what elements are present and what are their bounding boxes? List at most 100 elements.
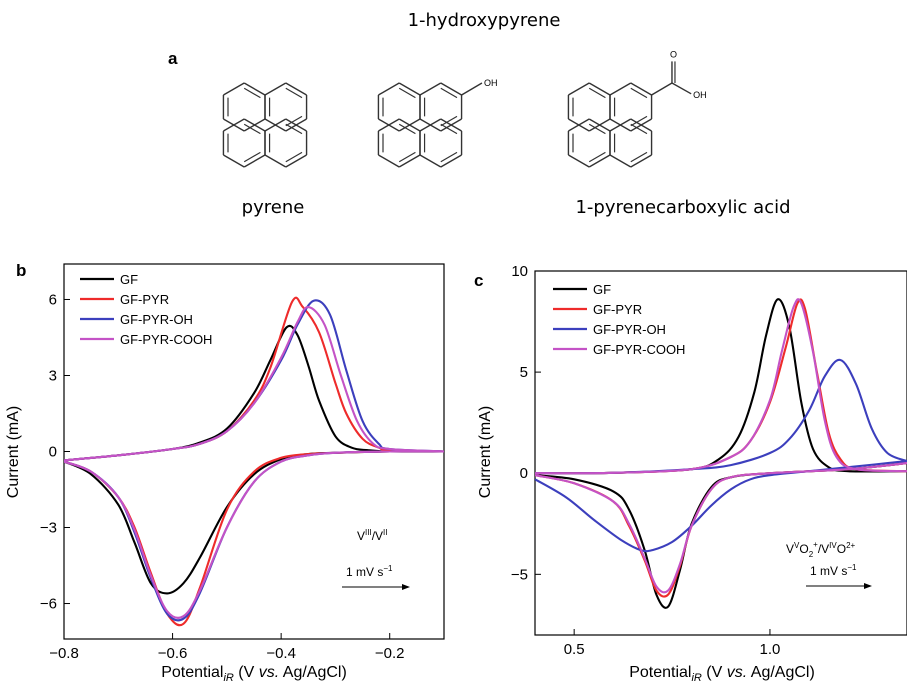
series-gf-pyr-anodic (535, 298, 907, 475)
bond (609, 154, 632, 168)
bond (568, 118, 590, 132)
bond (588, 118, 611, 132)
panel-c-redox-couple: VVO2+/VIVO2+ (786, 540, 856, 559)
y-tick-label: 6 (49, 291, 57, 308)
pyrenecarboxylic-acid-label: 1-pyrenecarboxylic acid (575, 197, 790, 218)
bond (440, 154, 462, 168)
panel-c-x-axis: 0.5 1.0 (564, 629, 781, 658)
bond (419, 118, 442, 132)
bond (398, 82, 421, 96)
bond (378, 82, 400, 96)
panel-b-legend: GF GF-PYR GF-PYR-OH GF-PYR-COOH (80, 272, 212, 347)
panel-c-y-axis: −5 0 5 10 (511, 263, 541, 583)
bond (630, 118, 652, 132)
double-bond (285, 87, 303, 99)
legend-label: GF-PYR-COOH (593, 342, 685, 357)
panel-b-scan-arrow (342, 584, 410, 590)
double-bond (440, 123, 458, 135)
bond (243, 154, 266, 168)
bond (398, 118, 421, 132)
double-bond (243, 87, 261, 99)
y-tick-label: 0 (520, 465, 528, 482)
y-tick-label: 0 (49, 444, 57, 461)
pyrene-label: pyrene (242, 197, 305, 218)
bond (243, 118, 266, 132)
bond (568, 82, 590, 96)
bond (398, 154, 421, 168)
legend-label: GF-PYR-OH (120, 312, 193, 327)
legend-label: GF-PYR (593, 302, 642, 317)
double-bond (630, 123, 648, 135)
legend-label: GF-PYR (120, 292, 169, 307)
hydroxyl-bond (461, 82, 483, 96)
pyrenecarboxylic-acid-structure: OOH (567, 49, 707, 168)
x-tick-label: −0.4 (266, 645, 296, 662)
bond (588, 154, 611, 168)
double-bond (588, 123, 606, 135)
y-tick-label: −5 (511, 566, 528, 583)
bond (419, 82, 442, 96)
hydroxypyrene-structure: OH (377, 78, 497, 168)
series-gf-pyr-cooh-cathodic (64, 450, 444, 619)
bond (609, 118, 632, 132)
bond (378, 118, 400, 132)
bond (630, 82, 652, 96)
bond (223, 118, 245, 132)
bond (223, 82, 245, 96)
pyrene-structure (222, 82, 308, 168)
panel-c-y-axis-label: Current (mA) (477, 406, 494, 498)
panel-c-scan-rate: 1 mV s−1 (810, 563, 857, 578)
series-gf-pyr-oh-cathodic (535, 460, 907, 553)
double-bond (398, 123, 416, 135)
legend-label: GF-PYR-COOH (120, 332, 212, 347)
series-gf-pyr-cooh-cathodic (535, 462, 907, 594)
double-bond (630, 115, 648, 127)
panel-c-x-axis-label: PotentialiR (V vs. Ag/AgCl) (629, 664, 815, 682)
bond (440, 118, 462, 132)
carboxyl-oh-atom-label: OH (693, 90, 707, 100)
legend-label: GF (120, 272, 138, 287)
x-tick-label: −0.2 (375, 645, 405, 662)
double-bond (243, 123, 261, 135)
legend-label: GF-PYR-OH (593, 322, 666, 337)
x-tick-label: −0.8 (49, 645, 79, 662)
bond (440, 82, 462, 96)
double-bond (588, 151, 606, 163)
double-bond (285, 123, 303, 135)
y-tick-label: 10 (511, 263, 528, 280)
double-bond (398, 87, 416, 99)
bond (630, 154, 652, 168)
double-bond (440, 115, 458, 127)
panel-b-curves (64, 296, 444, 627)
bond (568, 154, 590, 168)
double-bond (285, 151, 303, 163)
double-bond (630, 151, 648, 163)
double-bond (440, 151, 458, 163)
carboxyl-bond (651, 82, 673, 96)
y-tick-label: −6 (40, 596, 57, 613)
x-tick-label: −0.6 (158, 645, 188, 662)
x-tick-label: 0.5 (564, 641, 585, 658)
x-tick-label: 1.0 (760, 641, 781, 658)
bond (243, 82, 266, 96)
panel-c-scan-arrow (806, 583, 872, 589)
panel-a: a 1-hydroxypyrene pyrene 1-pyrenecarboxy… (168, 10, 791, 218)
bond (609, 82, 632, 96)
bond (264, 118, 287, 132)
panel-b-redox-couple: VIII/VII (357, 528, 387, 543)
panel-b-letter: b (16, 261, 26, 280)
bond (264, 154, 287, 168)
bond (285, 154, 307, 168)
panel-c-plot-frame (534, 270, 907, 636)
y-tick-label: 5 (520, 364, 528, 381)
panel-c-curves (535, 298, 907, 609)
series-gf-pyr-oh-anodic (535, 358, 907, 475)
panel-b-y-axis-label: Current (mA) (5, 406, 22, 498)
y-tick-label: −3 (40, 520, 57, 537)
double-bond (243, 151, 261, 163)
double-bond (588, 87, 606, 99)
